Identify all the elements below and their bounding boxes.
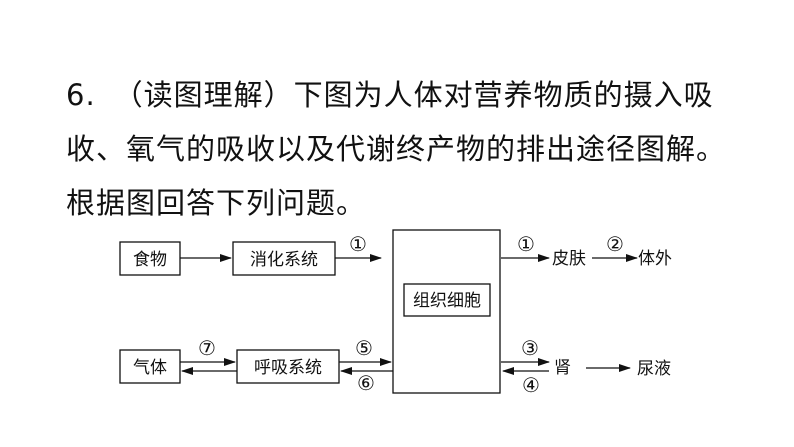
kidney-label: 肾 xyxy=(554,358,571,378)
food-label: 食物 xyxy=(133,250,167,270)
digestive-system-box: 消化系统 xyxy=(232,241,336,276)
respiratory-system-label: 呼吸系统 xyxy=(254,358,322,378)
question-line-1-text: （读图理解）下图为人体对营养物质的摄入吸 xyxy=(113,78,714,112)
tissue-cells-label: 组织细胞 xyxy=(413,291,481,311)
outside-label: 体外 xyxy=(638,249,672,269)
question-text: 6. （读图理解）下图为人体对营养物质的摄入吸 收、氧气的吸收以及代谢终产物的排出… xyxy=(66,68,766,230)
label-kidney-to-tissue: ④ xyxy=(522,373,540,397)
respiratory-system-box: 呼吸系统 xyxy=(236,349,340,384)
label-digest-to-tissue: ① xyxy=(349,232,367,256)
question-line-1: 6. （读图理解）下图为人体对营养物质的摄入吸 xyxy=(66,68,766,122)
label-skin-to-outside: ② xyxy=(606,232,624,256)
air-box: 气体 xyxy=(119,349,181,384)
label-air-to-respiratory: ⑦ xyxy=(198,336,216,360)
question-number: 6. xyxy=(66,78,96,112)
urine-label: 尿液 xyxy=(637,359,671,379)
label-tissue-to-resp: ⑥ xyxy=(357,371,375,395)
label-tissue-to-skin: ① xyxy=(517,232,535,256)
question-line-2: 收、氧气的吸收以及代谢终产物的排出途径图解。 xyxy=(66,132,727,166)
label-resp-to-tissue: ⑤ xyxy=(355,336,373,360)
skin-label: 皮肤 xyxy=(552,249,586,269)
air-label: 气体 xyxy=(133,358,167,378)
digestive-system-label: 消化系统 xyxy=(250,250,318,270)
question-line-3: 根据图回答下列问题。 xyxy=(66,186,367,220)
tissue-cells-box: 组织细胞 xyxy=(392,229,501,394)
label-tissue-to-kidney: ③ xyxy=(521,336,539,360)
tissue-cells-inner-box xyxy=(403,283,491,317)
food-box: 食物 xyxy=(119,241,181,276)
